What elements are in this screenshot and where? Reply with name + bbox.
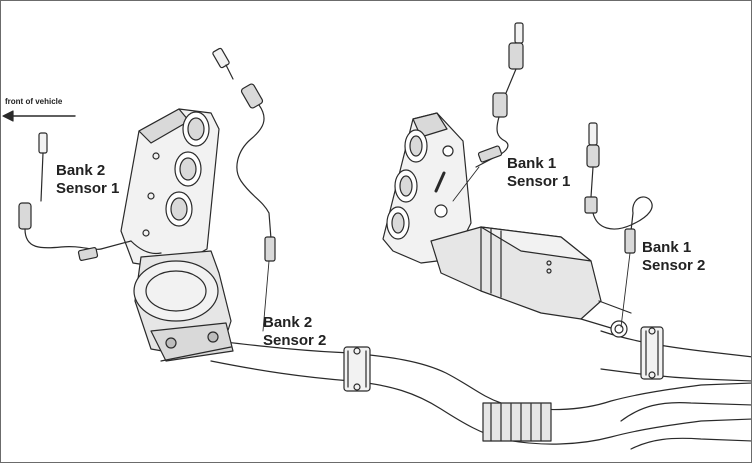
bank1-catalytic-converter [430,226,632,338]
bank2-sensor2-label-line2: Sensor 2 [263,332,327,349]
bank1-sensor1-label-line1: Bank 1 [507,155,557,172]
bank2-sensor2-label-line1: Bank 2 [263,314,313,331]
bank2-sensor1-label-line1: Bank 2 [56,162,106,179]
bank2-sensor1-harness [18,132,132,261]
bank2-manifold [120,108,220,270]
bank1-sensor2-harness [584,122,653,328]
front-of-vehicle-label: front of vehicle [5,97,63,106]
exhaust-pipe [210,340,751,445]
bank1-manifold [382,112,472,264]
bank1-sensor2-label-line2: Sensor 2 [642,257,706,274]
front-arrow-icon [2,110,76,122]
bank1-sensor1-harness [452,22,524,202]
bank2-sensor1-label-line2: Sensor 1 [56,180,120,197]
bank1-sensor2-label-line1: Bank 1 [642,239,692,256]
y-branch-pipe [600,326,751,450]
bank1-sensor1-label-line2: Sensor 1 [507,173,571,190]
bank2-sensor2-harness [212,47,276,332]
bank2-catalytic-converter [133,250,234,362]
